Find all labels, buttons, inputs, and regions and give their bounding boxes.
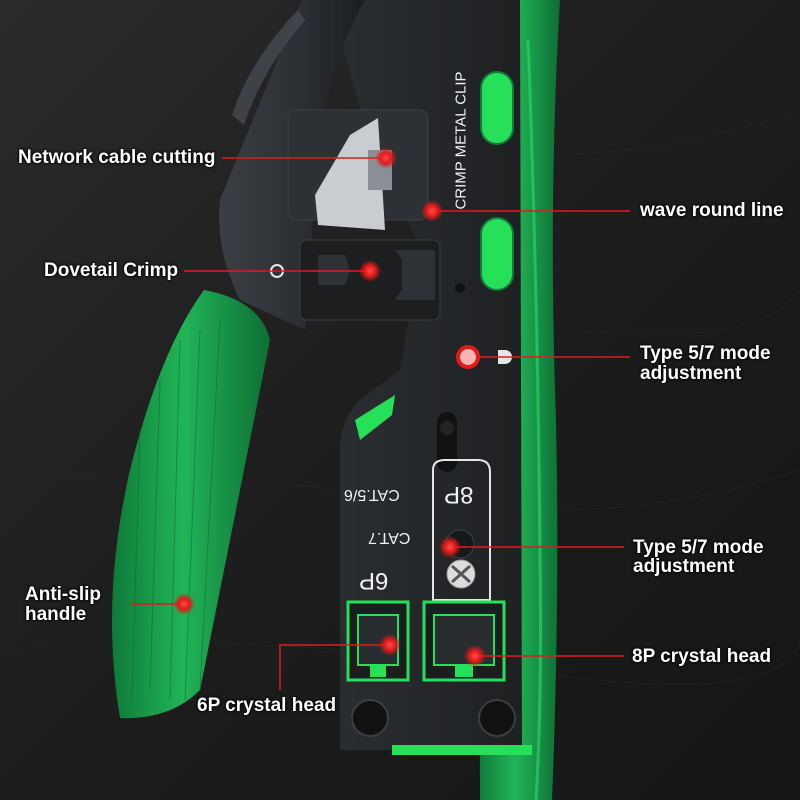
marker-6p: [379, 634, 401, 656]
callout-dovetail-crimp: Dovetail Crimp: [44, 260, 179, 281]
label-8p: 8P: [444, 481, 474, 508]
crimp-metal-clip-label: CRIMP METAL CLIP: [452, 71, 470, 210]
callout-type57-top-line2: adjustment: [640, 363, 742, 384]
cutting-blade: [315, 118, 385, 230]
bottom-green-strip: [392, 745, 532, 755]
6p-crimp-socket: [346, 600, 410, 682]
marker-wave: [421, 200, 443, 222]
callout-type57-mid-line1: Type 5/7 mode: [633, 537, 764, 558]
line-6p: [279, 644, 390, 690]
callout-antislip-line1: Anti-slip: [25, 584, 101, 605]
marker-cutting: [375, 147, 397, 169]
label-6p: 6P: [359, 567, 389, 594]
label-cat56: CAT.5/6: [344, 486, 400, 503]
green-slot-bottom: [480, 217, 514, 291]
green-accent: [355, 395, 395, 440]
marker-8p: [464, 645, 486, 667]
callout-antislip-line2: handle: [25, 604, 87, 625]
callout-network-cable-cutting: Network cable cutting: [18, 147, 216, 168]
bottom-bolt-right: [478, 699, 516, 737]
left-handle: [112, 290, 270, 719]
callout-6p-crystal-head: 6P crystal head: [197, 695, 337, 716]
green-slot-top: [480, 71, 514, 145]
callout-markers: [173, 147, 486, 667]
8p-panel-outline: [432, 459, 491, 601]
callout-lines: [130, 157, 630, 690]
callout-8p-crystal-head: 8P crystal head: [632, 646, 772, 667]
marker-antislip: [173, 593, 195, 615]
marker-dovetail: [359, 260, 381, 282]
marker-type57-mid: [439, 536, 461, 558]
tool-body: [330, 0, 522, 750]
marker-type57-top: [456, 345, 480, 369]
callout-type57-top-line1: Type 5/7 mode: [640, 343, 771, 364]
adjust-screw: [446, 559, 476, 589]
handle-texture: [131, 319, 221, 701]
bottom-bolt-left: [351, 699, 389, 737]
8p-crimp-socket: [422, 600, 506, 682]
callout-type57-mid-line2: adjustment: [633, 556, 735, 577]
callout-wave-round-line: wave round line: [640, 200, 784, 221]
label-cat7: CAT.7: [368, 529, 411, 546]
